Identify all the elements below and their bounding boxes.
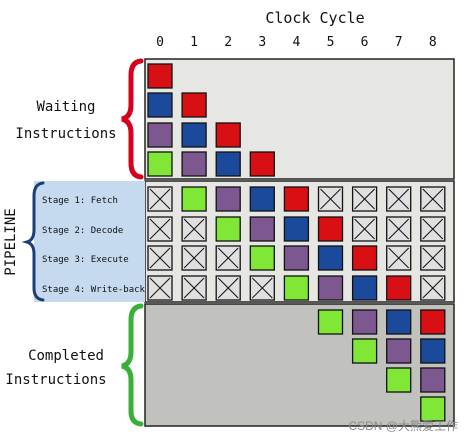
clock-cycle-title: Clock Cycle bbox=[265, 9, 364, 27]
waiting-label-line1: Waiting bbox=[36, 99, 95, 115]
completed-cell-purple bbox=[386, 338, 412, 364]
cycle-label-5: 5 bbox=[327, 35, 335, 50]
stage-label-2: Stage 2: Decode bbox=[42, 226, 123, 236]
cycle-label-7: 7 bbox=[395, 35, 403, 50]
pipeline-empty-cell bbox=[215, 245, 241, 271]
completed-cell-purple bbox=[420, 367, 446, 393]
waiting-cell-blue bbox=[215, 151, 241, 177]
pipeline-empty-cell bbox=[386, 216, 412, 242]
completed-cell-red bbox=[420, 309, 446, 335]
watermark: CSDN @大熊爱工作 bbox=[348, 418, 458, 433]
cycle-label-6: 6 bbox=[361, 35, 369, 50]
waiting-cell-green bbox=[147, 151, 173, 177]
pipeline-cell-red bbox=[351, 245, 378, 271]
waiting-cell-red bbox=[147, 63, 173, 89]
pipeline-empty-cell bbox=[386, 245, 412, 271]
stage-label-3: Stage 3: Execute bbox=[42, 255, 129, 265]
pipeline-cell-green bbox=[283, 275, 310, 301]
pipeline-empty-cell bbox=[386, 186, 412, 212]
completed-label-line1: Completed bbox=[28, 348, 104, 364]
waiting-cell-purple bbox=[147, 122, 173, 148]
pipeline-empty-cell bbox=[420, 216, 446, 242]
waiting-cell-blue bbox=[181, 122, 207, 148]
pipeline-empty-cell bbox=[147, 216, 173, 242]
pipeline-empty-cell bbox=[215, 275, 241, 301]
completed-cell-blue bbox=[420, 338, 446, 364]
pipeline-cell-blue bbox=[249, 186, 275, 212]
waiting-cell-red bbox=[249, 151, 275, 177]
pipeline-empty-cell bbox=[181, 245, 207, 271]
pipeline-empty-cell bbox=[249, 275, 275, 301]
pipeline-cell-blue bbox=[317, 245, 344, 271]
completed-cell-blue bbox=[386, 309, 412, 335]
waiting-brace bbox=[121, 58, 144, 180]
stage-label-panel bbox=[34, 181, 145, 302]
stage-label-1: Stage 1: Fetch bbox=[42, 196, 118, 206]
pipeline-cell-red bbox=[283, 186, 310, 212]
pipeline-empty-cell bbox=[147, 275, 173, 301]
pipeline-cell-purple bbox=[215, 186, 241, 212]
waiting-cell-red bbox=[215, 122, 241, 148]
waiting-cell-red bbox=[181, 92, 207, 118]
cycle-label-4: 4 bbox=[292, 35, 300, 50]
completed-cells bbox=[317, 309, 446, 422]
pipeline-cell-red bbox=[386, 275, 412, 301]
waiting-label-line2: Instructions bbox=[15, 126, 116, 142]
pipeline-empty-cell bbox=[420, 275, 446, 301]
pipeline-empty-cell bbox=[351, 216, 378, 242]
pipeline-cell-green bbox=[215, 216, 241, 242]
pipeline-cell-purple bbox=[283, 245, 310, 271]
pipeline-empty-cell bbox=[317, 186, 344, 212]
completed-label-line2: Instructions bbox=[5, 372, 106, 388]
cycle-label-0: 0 bbox=[156, 35, 164, 50]
pipeline-empty-cell bbox=[181, 275, 207, 301]
pipeline-cell-purple bbox=[317, 275, 344, 301]
stage-label-4: Stage 4: Write-back bbox=[42, 285, 146, 295]
pipeline-empty-cell bbox=[181, 216, 207, 242]
cycle-label-3: 3 bbox=[258, 35, 266, 50]
waiting-cell-blue bbox=[147, 92, 173, 118]
waiting-cells bbox=[147, 63, 275, 177]
completed-cell-green bbox=[386, 367, 412, 393]
completed-cell-green bbox=[420, 396, 446, 422]
cycle-label-2: 2 bbox=[224, 35, 232, 50]
cycle-label-1: 1 bbox=[190, 35, 198, 50]
completed-brace bbox=[121, 303, 144, 427]
pipeline-empty-cell bbox=[420, 245, 446, 271]
pipeline-cell-green bbox=[249, 245, 275, 271]
pipeline-cell-purple bbox=[249, 216, 275, 242]
pipeline-cell-blue bbox=[351, 275, 378, 301]
pipeline-cell-red bbox=[317, 216, 344, 242]
completed-cell-green bbox=[317, 309, 344, 335]
pipeline-cell-green bbox=[181, 186, 207, 212]
pipeline-brace bbox=[21, 181, 45, 302]
pipeline-cells bbox=[147, 186, 446, 301]
completed-cell-purple bbox=[351, 309, 378, 335]
pipeline-empty-cell bbox=[147, 245, 173, 271]
pipeline-empty-cell bbox=[147, 186, 173, 212]
cycle-label-8: 8 bbox=[429, 35, 437, 50]
pipeline-label: PIPELINE bbox=[3, 208, 19, 275]
pipeline-empty-cell bbox=[351, 186, 378, 212]
waiting-cell-purple bbox=[181, 151, 207, 177]
pipeline-empty-cell bbox=[420, 186, 446, 212]
pipeline-cell-blue bbox=[283, 216, 310, 242]
completed-cell-green bbox=[351, 338, 378, 364]
cycle-labels: 0 1 2 3 4 5 6 7 8 bbox=[156, 35, 437, 50]
